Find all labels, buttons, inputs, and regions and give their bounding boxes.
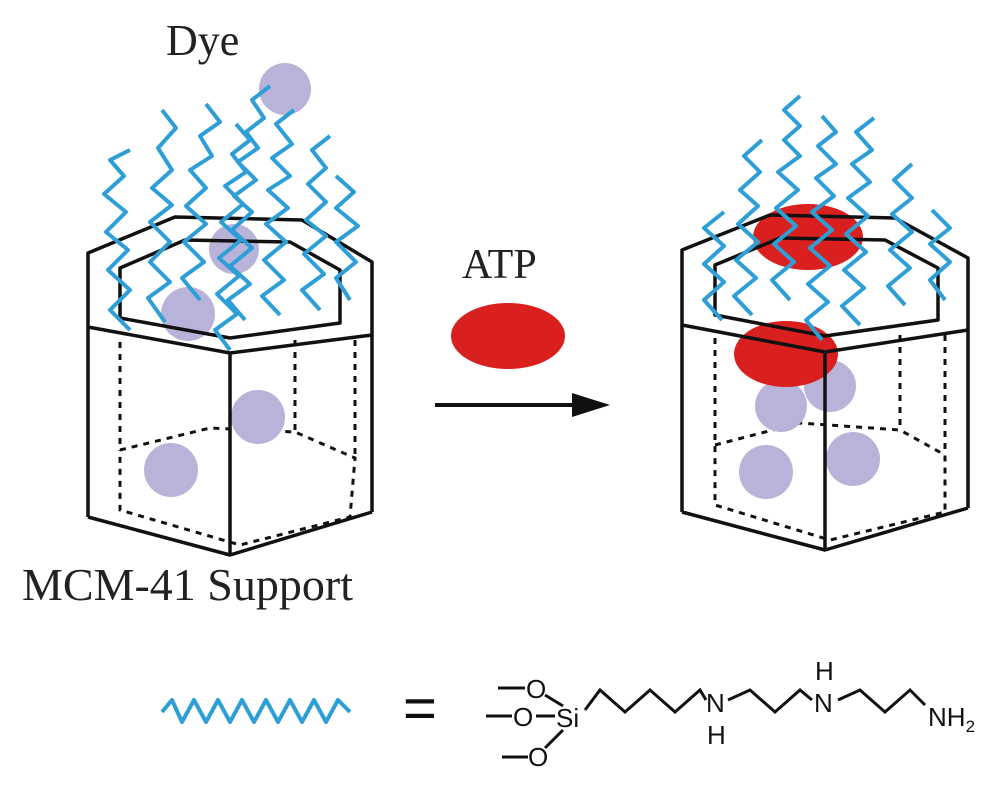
nitrogen-2-hydrogen: H <box>815 656 834 686</box>
amine-terminal: NH2 <box>928 702 975 736</box>
amine-nh: NH <box>928 702 966 732</box>
chain <box>334 174 360 302</box>
right-amine-chains <box>702 94 952 342</box>
right-hidden-edges <box>713 335 947 542</box>
chain <box>886 162 914 307</box>
atp-molecule <box>734 321 838 387</box>
right-prism-outline <box>680 213 970 552</box>
left-amine-chains <box>102 84 360 352</box>
chain <box>300 134 332 312</box>
atp-label: ATP <box>462 242 537 288</box>
silane-amine-structure <box>486 686 927 759</box>
atp-reagent <box>451 303 565 369</box>
chain <box>180 102 222 302</box>
support-label: MCM-41 Support <box>22 559 353 610</box>
chain <box>928 208 952 302</box>
left-prism-outline <box>86 215 374 557</box>
chain <box>226 84 272 322</box>
dye-label: Dye <box>166 16 239 65</box>
amine-subscript: 2 <box>966 717 975 736</box>
dye-sphere <box>755 380 807 432</box>
chain <box>770 94 802 302</box>
reaction-arrow <box>435 393 610 417</box>
dye-sphere <box>259 63 311 115</box>
dye-sphere <box>826 432 880 486</box>
oxygen-atom-3: O <box>528 742 548 772</box>
equals-sign: = <box>403 676 437 741</box>
dye-sphere <box>144 443 198 497</box>
right-mcm41-container <box>680 94 970 552</box>
dye-sphere <box>739 445 793 499</box>
nitrogen-1-hydrogen: H <box>707 720 726 750</box>
chain <box>840 116 876 327</box>
oxygen-atom-2: O <box>513 702 533 732</box>
atp-icon <box>451 303 565 369</box>
nitrogen-atom-1: N <box>706 688 725 718</box>
chain <box>260 108 296 317</box>
chain <box>732 138 764 317</box>
chain <box>146 108 178 324</box>
silicon-atom: Si <box>556 703 579 733</box>
chain <box>702 210 726 322</box>
chain <box>102 148 132 332</box>
chain <box>804 114 838 342</box>
legend-chain-symbol <box>160 698 352 724</box>
dye-sphere <box>231 390 285 444</box>
oxygen-atom-1: O <box>526 674 546 704</box>
left-hidden-edges <box>118 340 357 547</box>
nitrogen-atom-2: N <box>814 688 833 718</box>
left-mcm41-container <box>86 63 374 557</box>
